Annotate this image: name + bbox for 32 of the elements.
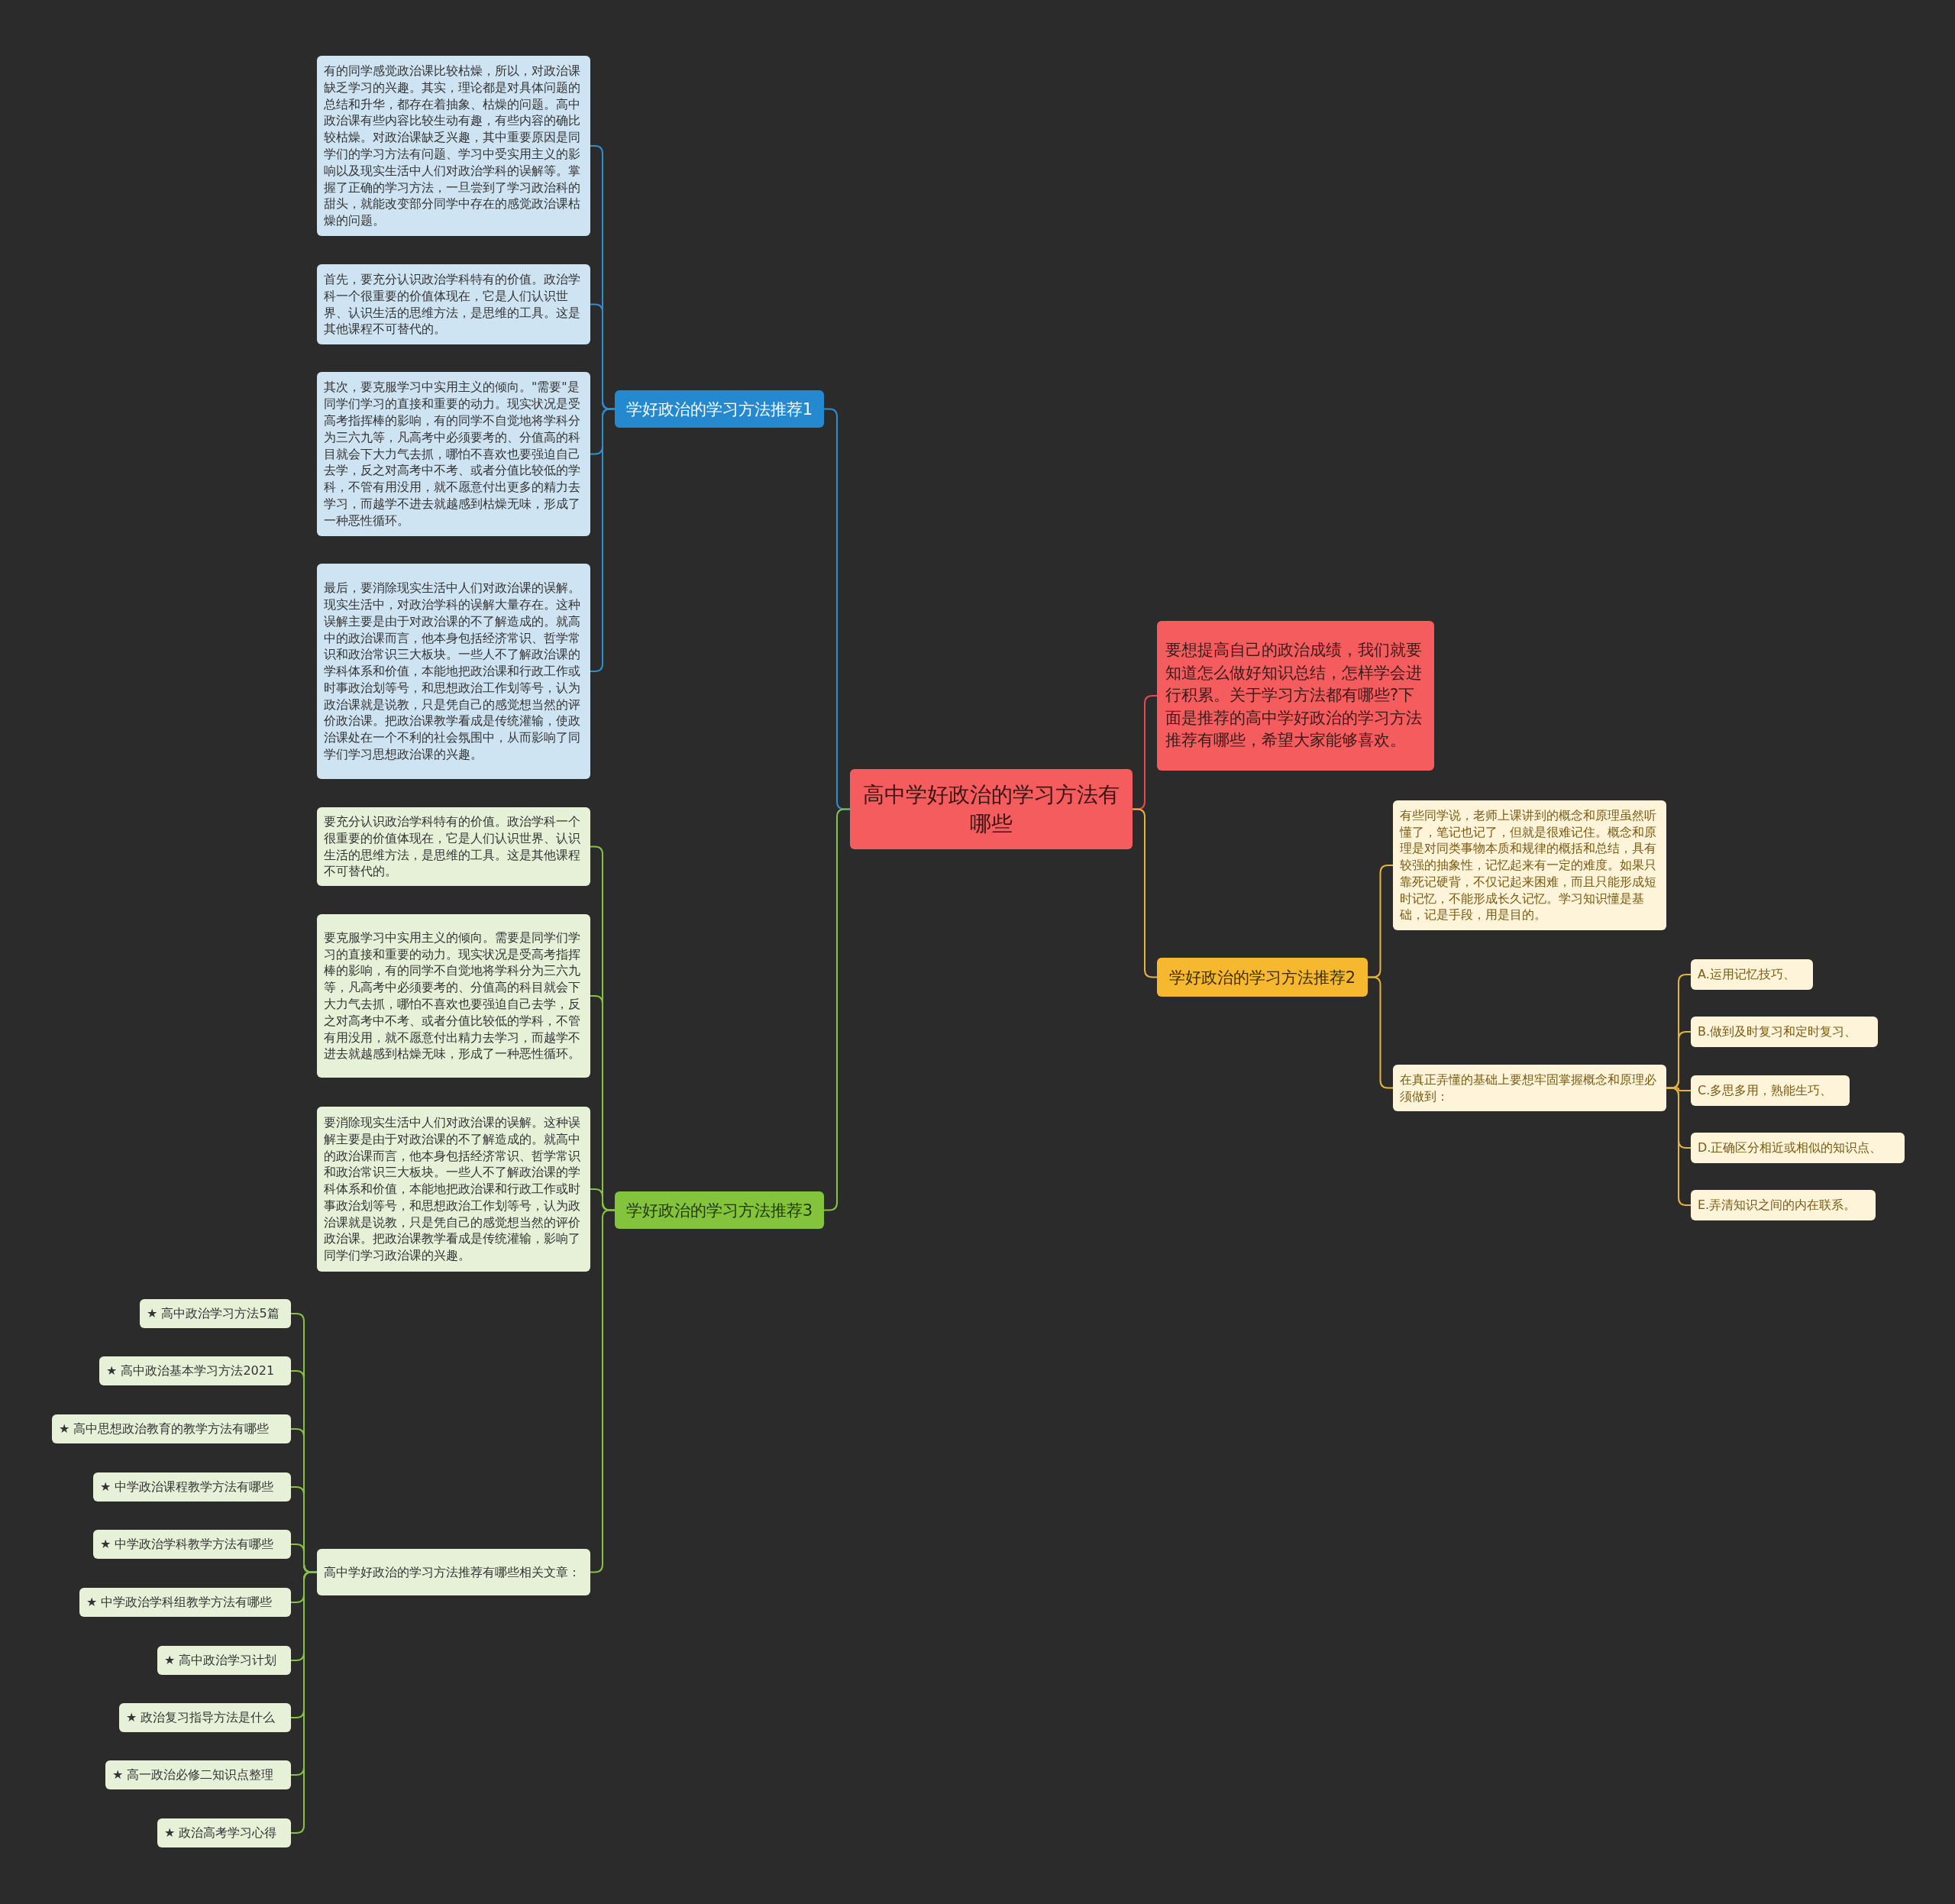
connector-line <box>1367 976 1394 1089</box>
link-item-box: ★ 政治高考学习心得 <box>157 1818 291 1847</box>
link-item-box: ★ 高中思想政治教育的教学方法有哪些 <box>52 1414 291 1443</box>
link-item-box: ★ 政治复习指导方法是什么 <box>119 1703 291 1732</box>
text-box: 其次，要克服学习中实用主义的倾向。"需要"是同学们学习的直接和重要的动力。现实状况是受高考指挥棒的影响，有的同学不自觉地将学科分为三六九等，凡高考中必须要考的、分值高的科目就会下大力气去抓，哪怕不喜欢也要强迫自己去学，反之对高考中不考、或者分值比较低的学科，不管有用没用，就不愿意付出更多的精力去学习，而越学不进去就越感到枯燥无味，形成了一种恶性循环。 <box>317 372 590 536</box>
link-item-box: ★ 高中政治学习方法5篇 <box>140 1299 291 1328</box>
list-item-box: A.运用记忆技巧、 <box>1691 959 1813 990</box>
text-box: 要克服学习中实用主义的倾向。需要是同学们学习的直接和重要的动力。现实状况是受高考指挥棒的影响，有的同学不自觉地将学科分为三六九等，凡高考中必须要考的、分值高的科目就会下大力气去抓，哪怕不喜欢也要强迫自己去学，反之对高考中不考、或者分值比较低的学科，不管有用没用，就不愿意付出精力去学习，而越学不进去就越感到枯燥无味，形成了一种恶性循环。 <box>317 914 590 1078</box>
link-item-box: ★ 高一政治必修二知识点整理 <box>105 1760 291 1789</box>
branch-box: 学好政治的学习方法推荐1 <box>615 390 824 428</box>
text-box: 要消除现实生活中人们对政治课的误解。这种误解主要是由于对政治课的不了解造成的。就高中的政治课而言，他本身包括经济常识、哲学常识和政治常识三大板块。一些人不了解政治课的学科体系和价值，本能地把政治课和行政工作或时事政治划等号，和思想政治工作划等号，认为政治课就是说教，只是凭自己的感觉想当然的评价政治课。把政治课教学看成是传统灌输，影响了同学们学习政治课的兴趣。 <box>317 1107 590 1272</box>
list-item-box: B.做到及时复习和定时复习、 <box>1691 1017 1878 1047</box>
text-box: 高中学好政治的学习方法推荐有哪些相关文章： <box>317 1549 590 1595</box>
branch-box: 学好政治的学习方法推荐3 <box>615 1191 824 1229</box>
list-item-box: E.弄清知识之间的内在联系。 <box>1691 1190 1876 1220</box>
link-item-box: ★ 中学政治课程教学方法有哪些 <box>93 1472 291 1502</box>
text-box: 在真正弄懂的基础上要想牢固掌握概念和原理必须做到： <box>1393 1065 1666 1111</box>
list-item-box: C.多思多用，熟能生巧、 <box>1691 1075 1850 1106</box>
text-box: 要充分认识政治学科特有的价值。政治学科一个很重要的价值体现在，它是人们认识世界、认识生活的思维方法，是思维的工具。这是其他课程不可替代的。 <box>317 807 590 887</box>
text-box: 有些同学说，老师上课讲到的概念和原理虽然听懂了，笔记也记了，但就是很难记住。概念和原理是对同类事物本质和规律的概括和总结，具有较强的抽象性，记忆起来有一定的难度。如果只靠死记硬背，不仅记起来困难，而且只能形成短时记忆，不能形成长久记忆。学习知识懂是基础，记是手段，用是目的。 <box>1393 800 1666 930</box>
link-item-box: ★ 高中政治学习计划 <box>157 1646 291 1675</box>
intro-box: 要想提高自己的政治成绩，我们就要知道怎么做好知识总结，怎样学会进行积累。关于学习方法都有哪些?下面是推荐的高中学好政治的学习方法推荐有哪些，希望大家能够喜欢。 <box>1157 621 1434 771</box>
connector-line <box>290 1571 318 1834</box>
central-topic-box: 高中学好政治的学习方法有哪些 <box>850 769 1133 849</box>
link-item-box: ★ 高中政治基本学习方法2021 <box>99 1356 291 1385</box>
link-item-box: ★ 中学政治学科教学方法有哪些 <box>93 1530 291 1559</box>
text-box: 首先，要充分认识政治学科特有的价值。政治学科一个很重要的价值体现在，它是人们认识世界、认识生活的思维方法，是思维的工具。这是其他课程不可替代的。 <box>317 264 590 344</box>
text-box: 最后，要消除现实生活中人们对政治课的误解。现实生活中，对政治学科的误解大量存在。这种误解主要是由于对政治课的不了解造成的。就高中的政治课而言，他本身包括经济常识、哲学常识和政治常识三大板块。一些人不了解政治课的学科体系和价值，本能地把政治课和行政工作或时事政治划等号，和思想政治工作划等号，认为政治课就是说教，只是凭自己的感觉想当然的评价政治课。把政治课教学看成是传统灌输，使政治课处在一个不利的社会氛围中，从而影响了同学们学习思想政治课的兴趣。 <box>317 564 590 779</box>
text-box: 有的同学感觉政治课比较枯燥，所以，对政治课缺乏学习的兴趣。其实，理论都是对具体问题的总结和升华，都存在着抽象、枯燥的问题。高中政治课有些内容比较生动有趣，有些内容的确比较枯燥。对政治课缺乏兴趣，其中重要原因是同学们的学习方法有问题、学习中受实用主义的影响以及现实生活中人们对政治学科的误解等。掌握了正确的学习方法，一旦尝到了学习政治科的甜头，就能改变部分同学中存在的感觉政治课枯燥的问题。 <box>317 56 590 236</box>
list-item-box: D.正确区分相近或相似的知识点、 <box>1691 1133 1905 1163</box>
link-item-box: ★ 中学政治学科组教学方法有哪些 <box>79 1588 291 1617</box>
branch-box: 学好政治的学习方法推荐2 <box>1157 958 1368 997</box>
